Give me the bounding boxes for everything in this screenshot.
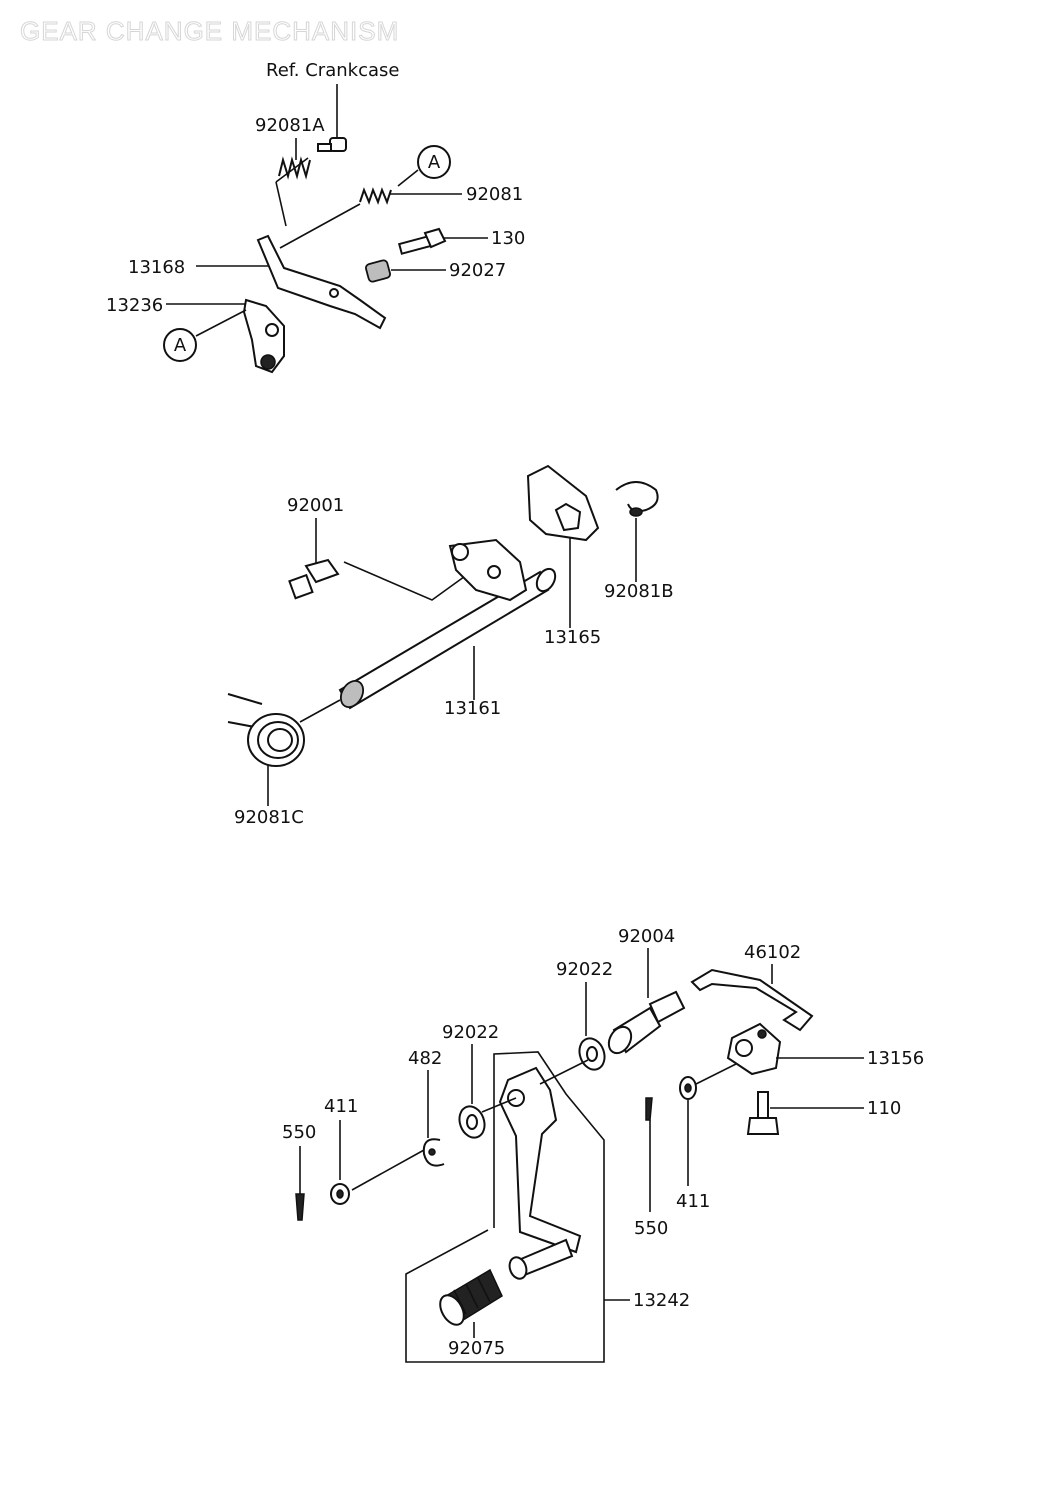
label-13156: 13156 xyxy=(867,1048,924,1069)
leader-line xyxy=(539,1059,589,1085)
label-92081C: 92081C xyxy=(234,807,304,828)
label-92075: 92075 xyxy=(448,1338,505,1359)
rubber-92075 xyxy=(439,1268,503,1326)
leader-line xyxy=(275,181,287,227)
label-130: 130 xyxy=(491,228,525,249)
e-clip-482 xyxy=(422,1138,445,1167)
screw-part xyxy=(317,137,347,152)
label-482: 482 xyxy=(408,1048,442,1069)
bolt-110 xyxy=(746,1091,780,1135)
pedal-13242 xyxy=(498,1066,582,1280)
label-92022-right: 92022 xyxy=(556,959,613,980)
plate-13165 xyxy=(526,464,600,542)
label-ref-crankcase: Ref. Crankcase xyxy=(266,60,399,81)
plate-13236 xyxy=(242,298,285,374)
label-13168: 13168 xyxy=(128,257,185,278)
leader-line xyxy=(299,699,341,723)
leader-line xyxy=(351,1149,425,1191)
label-13165: 13165 xyxy=(544,627,601,648)
leader-line xyxy=(481,1097,517,1113)
circle-marker-a-bottom: A xyxy=(163,328,197,362)
label-110: 110 xyxy=(867,1098,901,1119)
watermark-title: GEAR CHANGE MECHANISM xyxy=(20,16,399,46)
leader-line xyxy=(343,561,469,601)
label-13161: 13161 xyxy=(444,698,501,719)
pin-550-right xyxy=(645,1097,653,1121)
label-46102: 46102 xyxy=(744,942,801,963)
label-92081B: 92081B xyxy=(604,581,674,602)
leader-line xyxy=(397,169,419,187)
label-13236: 13236 xyxy=(106,295,163,316)
section-pedal-assembly: 92004 46102 92022 92022 482 xyxy=(282,926,924,1363)
spring-92081 xyxy=(359,187,392,205)
label-92081A: 92081A xyxy=(255,115,325,136)
label-92001: 92001 xyxy=(287,495,344,516)
marker-a-top-text: A xyxy=(428,152,441,173)
washer-411-left xyxy=(330,1183,350,1205)
spring-92081A xyxy=(275,156,311,183)
washer-411-right xyxy=(679,1076,697,1100)
label-92027: 92027 xyxy=(449,260,506,281)
label-13242: 13242 xyxy=(633,1290,690,1311)
leader-line xyxy=(695,1063,737,1085)
label-411-left: 411 xyxy=(324,1096,358,1117)
rod-46102 xyxy=(690,968,814,1032)
bracket-13156 xyxy=(726,1022,782,1076)
pivot-bolt-92004 xyxy=(607,990,686,1055)
circle-marker-a-top: A xyxy=(417,145,451,179)
bolt-130 xyxy=(397,227,447,255)
spring-92081C xyxy=(227,693,305,767)
label-92081: 92081 xyxy=(466,184,523,205)
label-92004: 92004 xyxy=(618,926,675,947)
marker-a-bottom-text: A xyxy=(174,335,187,356)
leader-line xyxy=(195,309,247,337)
label-411-right: 411 xyxy=(676,1191,710,1212)
shaft-13161 xyxy=(338,538,557,710)
pin-550-left xyxy=(295,1193,305,1221)
label-550-left: 550 xyxy=(282,1122,316,1143)
pedal-assembly-bracket-line xyxy=(405,1051,605,1363)
leader-line xyxy=(279,203,361,249)
arm-13168 xyxy=(256,234,387,330)
bolt-92001 xyxy=(288,558,340,600)
label-550-right: 550 xyxy=(634,1218,668,1239)
washer-92022-left xyxy=(458,1105,486,1139)
clip-92081B xyxy=(615,481,659,517)
washer-92022-right xyxy=(578,1037,606,1071)
label-92022-left: 92022 xyxy=(442,1022,499,1043)
section-upper-linkage: Ref. Crankcase 92081A A 92081 130 xyxy=(106,60,525,374)
collar-92027 xyxy=(365,259,391,283)
section-shift-shaft: 92001 13161 13165 920 xyxy=(227,464,674,828)
